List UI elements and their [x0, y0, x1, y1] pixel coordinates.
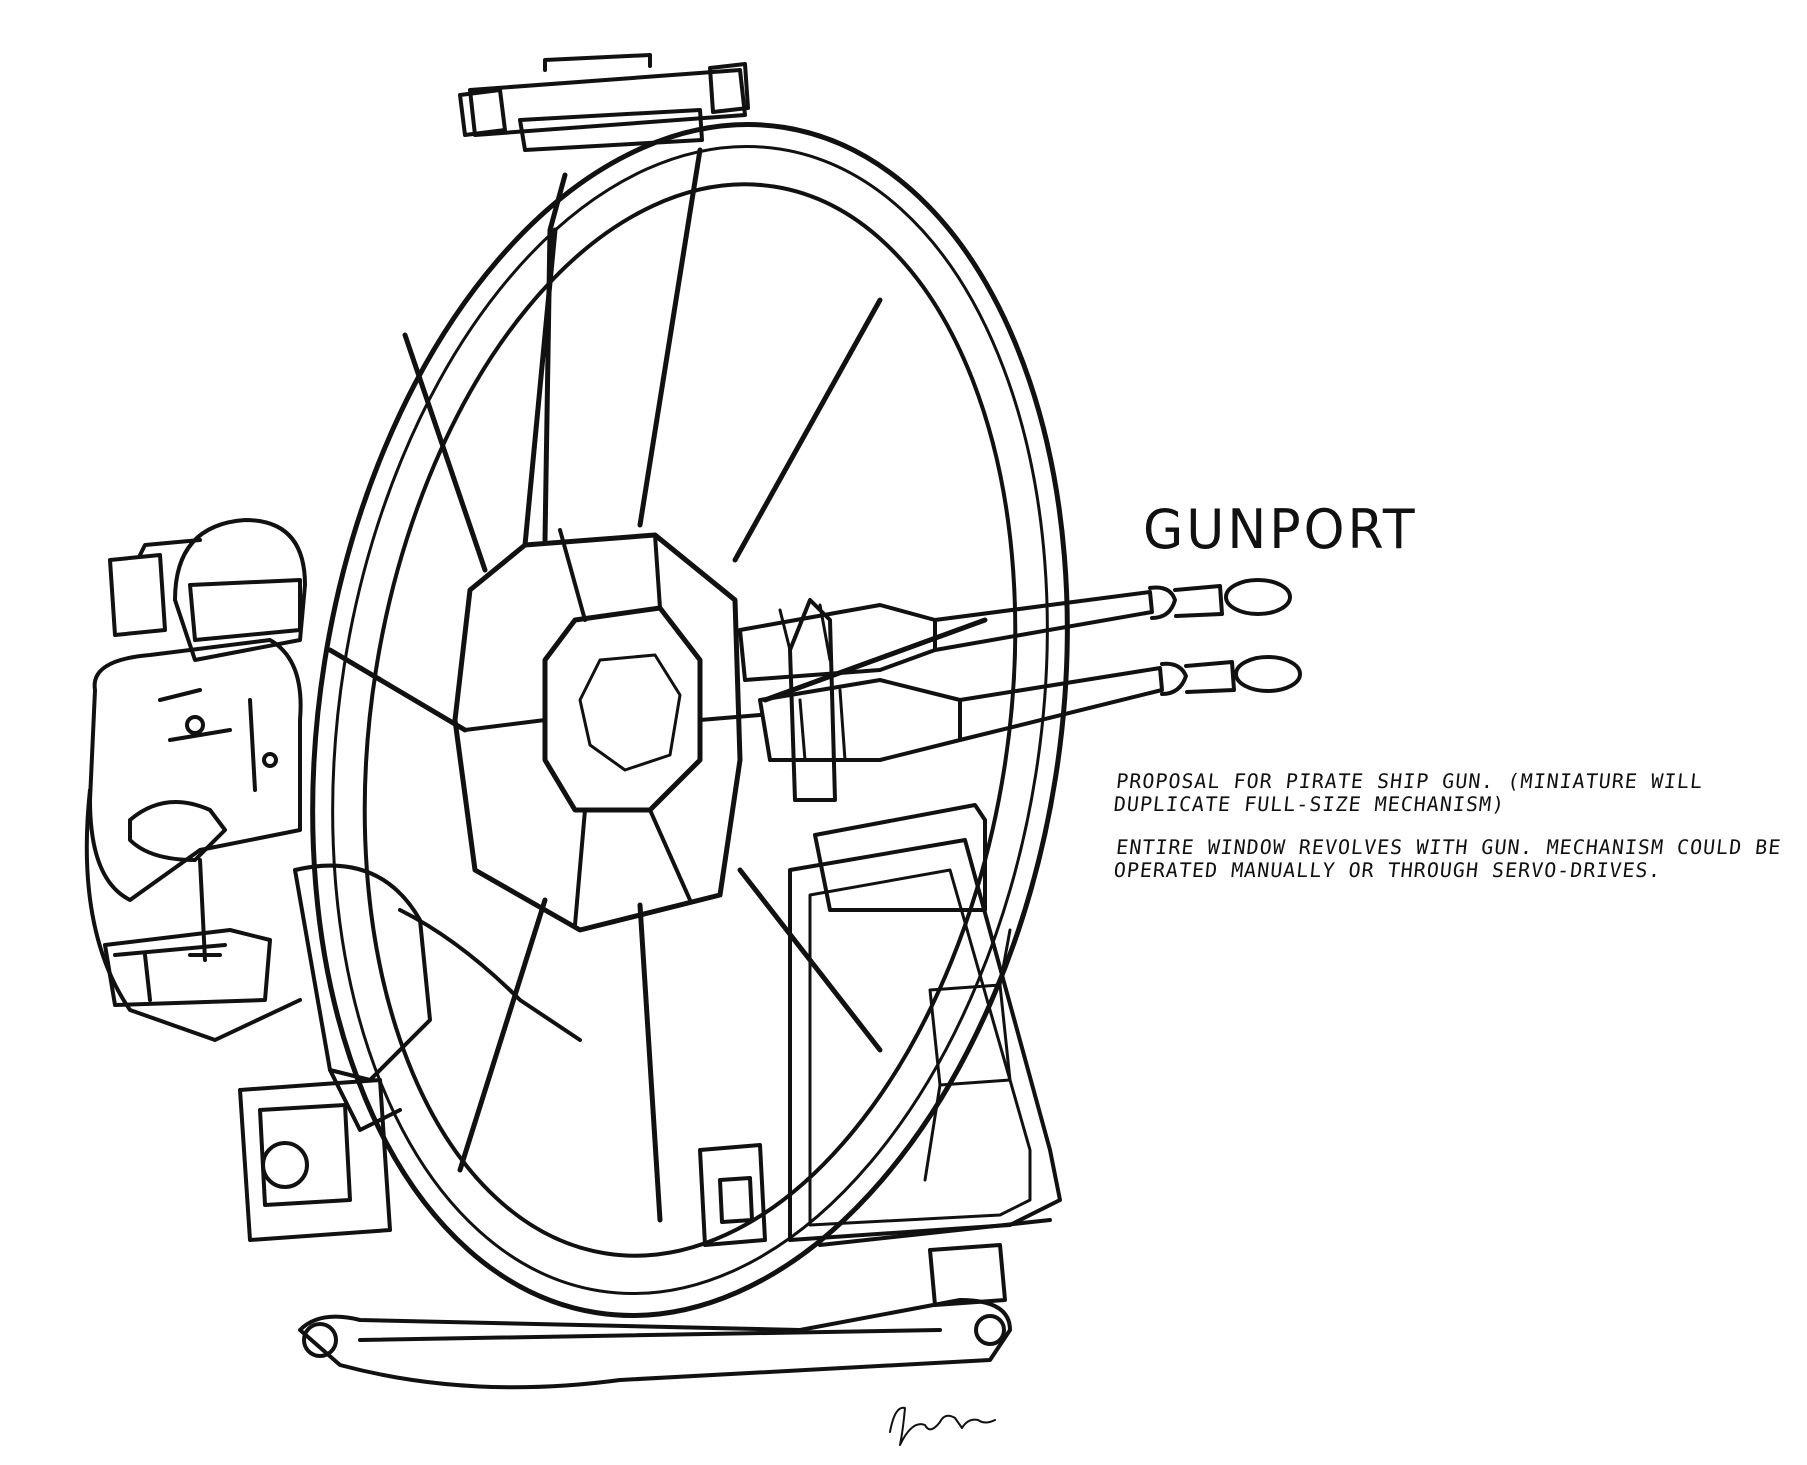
gun-mount-housing: [788, 598, 1062, 1247]
revolving-window-ring: [310, 122, 1070, 1318]
turret-base: [238, 1078, 1012, 1390]
window-spokes: [327, 147, 988, 1223]
proposal-note: PROPOSAL FOR PIRATE SHIP GUN. (MINIATURE…: [1112, 769, 1705, 816]
top-mount-block: [458, 53, 750, 152]
drawing-title: GUNPORT: [1143, 498, 1418, 562]
mechanism-note: ENTIRE WINDOW REVOLVES WITH GUN. MECHANI…: [1112, 835, 1783, 882]
twin-gun-cannons: [738, 578, 1302, 762]
window-center-hub: [452, 528, 762, 933]
gunner-figure: [84, 518, 582, 1132]
